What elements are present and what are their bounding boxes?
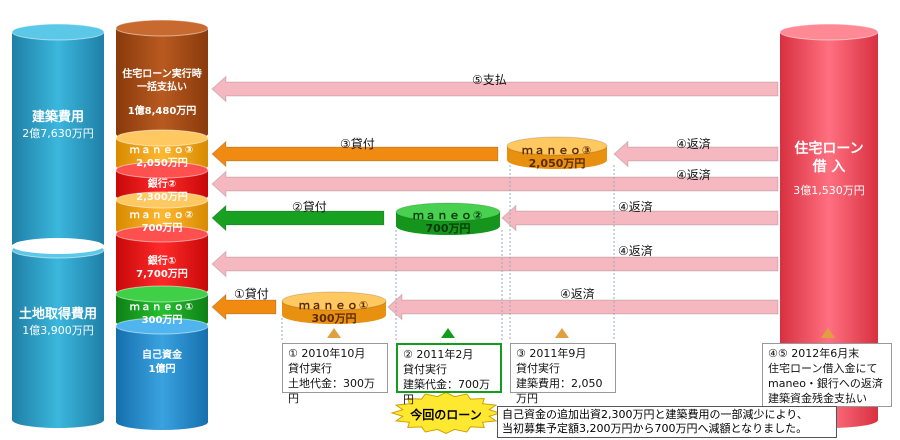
construction-cylinder-body: [12, 32, 104, 252]
stack-bank2-segment-top: [115, 161, 209, 179]
stack-maneo3-segment-top: [115, 129, 209, 147]
stack-bank1-segment-top: [115, 225, 209, 243]
arrow-label-repay-c: ④返済: [618, 200, 653, 214]
stack-bank1-segment-body: [116, 234, 208, 298]
stack-maneo1-segment-top: [115, 285, 209, 303]
note-loan1: ① 2010年10月 貸付実行 土地代金：300万円: [282, 343, 388, 405]
arrow-label-lend2: ②貸付: [292, 200, 327, 214]
arrow-repay-c: [501, 204, 779, 232]
home-loan-cylinder-top: [779, 23, 879, 41]
lump-segment-top: [115, 19, 209, 37]
arrow-label-repay-b: ④返済: [676, 168, 711, 182]
construction-amount: 2億7,630万円: [22, 127, 94, 140]
arrow-label-lend3: ③貸付: [340, 137, 375, 151]
middle-maneo3-amount: 2,050万円: [528, 157, 586, 170]
note3-pointer: [555, 328, 569, 338]
lump-amount: 1億8,480万円: [127, 106, 197, 117]
construction-title: 建築費用: [31, 110, 84, 125]
arrow-label-repay-a: ④返済: [676, 137, 711, 151]
middle-maneo3-name: ｍａｎｅｏ③: [521, 144, 593, 157]
middle-maneo2-amount: 700万円: [425, 222, 471, 235]
stack-maneo3-name: ｍａｎｅｏ③: [129, 145, 195, 156]
note45-pointer: [821, 328, 835, 338]
stack-maneo2-amount: 700万円: [141, 223, 183, 234]
arrow-pay5: [211, 75, 779, 103]
construction-cylinder-top: [11, 23, 105, 41]
middle-maneo1-amount: 300万円: [311, 312, 357, 325]
stack-maneo2-segment-top: [115, 191, 209, 209]
own-funds-segment-top: [115, 317, 209, 335]
arrow-repay-a: [613, 140, 779, 168]
stack-bank1-name: 銀行①: [147, 256, 177, 267]
middle-maneo2-disc-top: [395, 202, 501, 222]
note-loan2: ② 2011年2月 貸付実行 建築代金：700万円: [396, 343, 502, 406]
arrow-repay-e: [387, 293, 779, 321]
home-loan-title: 住宅ローン 借 入: [794, 141, 864, 175]
arrow-label-pay5: ⑤支払: [472, 73, 507, 87]
middle-maneo1-disc-top: [281, 291, 387, 311]
stack-maneo3-amount: 2,050万円: [136, 158, 188, 169]
note-loan3: ③ 2011年9月 貸付実行 建築費用：2,050万円: [510, 343, 616, 405]
own-funds-segment-body: [116, 326, 208, 430]
lump-title: 住宅ローン実行時 一括支払い: [122, 69, 202, 93]
middle-maneo2-name: ｍａｎｅｏ②: [412, 209, 484, 222]
current-loan-badge: 今回のローン: [410, 408, 482, 422]
note-repayment: ④⑤ 2012年6月末 住宅ローン借入金にて maneo・銀行への返済 建築資金…: [762, 343, 892, 407]
arrow-repay-b: [211, 170, 779, 198]
home-loan-cylinder-body: [780, 32, 878, 428]
arrow-lend1: [211, 293, 277, 321]
arrow-lend3: [211, 140, 499, 168]
stack-bank2-name: 銀行②: [147, 179, 177, 190]
stack-bank2-amount: 2,300万円: [136, 192, 188, 203]
arrow-label-lend1: ①貸付: [234, 287, 269, 301]
note2-pointer: [441, 328, 455, 338]
own-funds-title: 自己資金: [142, 350, 182, 361]
arrow-lend2: [211, 204, 385, 232]
land-cylinder-body: [12, 250, 104, 428]
footnote: 自己資金の追加出資2,300万円と建築費用の一部減少により、 当初募集予定額3,…: [497, 406, 837, 438]
stack-maneo1-name: ｍａｎｅｏ①: [129, 302, 195, 313]
stack-bank1-amount: 7,700万円: [136, 269, 188, 280]
lump-segment-body: [116, 28, 208, 142]
middle-maneo1-name: ｍａｎｅｏ①: [298, 299, 370, 312]
note1-pointer: [327, 328, 341, 338]
middle-maneo3-disc-top: [506, 136, 608, 156]
arrow-label-repay-e: ④返済: [560, 287, 595, 301]
own-funds-amount: 1億円: [148, 364, 176, 375]
stack-maneo2-name: ｍａｎｅｏ②: [129, 210, 195, 221]
home-loan-amount: 3億1,530万円: [793, 184, 865, 197]
land-title: 土地取得費用: [18, 307, 97, 322]
left-column-gap: [12, 238, 104, 254]
stack-maneo1-amount: 300万円: [141, 315, 183, 326]
badge-starburst: [390, 391, 502, 435]
arrow-repay-d: [211, 250, 779, 278]
land-amount: 1億3,900万円: [22, 324, 94, 337]
arrow-label-repay-d: ④返済: [618, 244, 653, 258]
